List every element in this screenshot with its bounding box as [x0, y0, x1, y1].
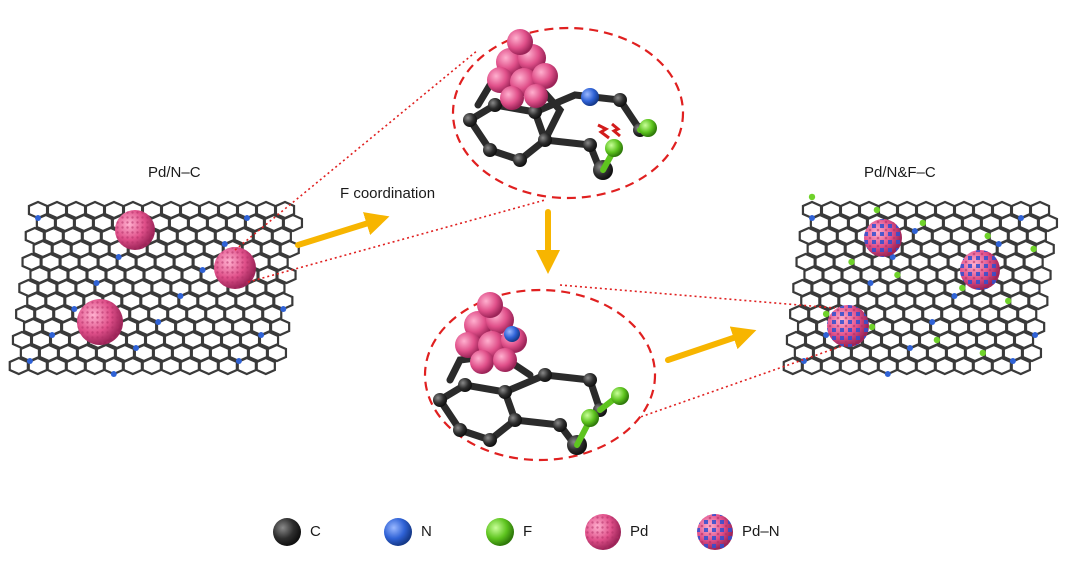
- fluorine-atom: [984, 232, 991, 240]
- nitrogen-atom: [71, 306, 78, 313]
- nitrogen-atom: [93, 280, 100, 287]
- nitrogen-atom: [110, 371, 117, 378]
- legend-label-pd: Pd: [630, 523, 649, 540]
- graphene-sheet-right: [782, 193, 1059, 378]
- legend-label-pd-n: Pd–N: [742, 523, 780, 540]
- nitrogen-atom: [35, 215, 41, 222]
- nitrogen-atom: [115, 254, 122, 261]
- graphene-hexagon: [934, 356, 955, 376]
- graphene-hexagon: [122, 356, 143, 376]
- graphene-hexagon: [858, 356, 879, 376]
- left-sheet-title: Pd/N–C: [148, 164, 201, 181]
- legend-carbon-icon: [273, 518, 301, 546]
- pd-n-particles-right: [827, 219, 1000, 347]
- fluorine-atom: [822, 310, 830, 318]
- legend-label-f: F: [523, 523, 533, 540]
- nitrogen-atom: [199, 267, 206, 274]
- graphene-hexagon: [282, 213, 304, 233]
- graphene-hexagon: [1037, 213, 1059, 233]
- pd-particles-left: [77, 210, 256, 345]
- fluorine-atom: [933, 336, 941, 344]
- nitrogen-atom: [244, 215, 250, 222]
- graphene-hexagon: [266, 343, 288, 363]
- arrow-label: F coordination: [340, 185, 436, 202]
- graphene-hexagon: [839, 356, 860, 376]
- zoom-circle-bottom: [423, 288, 657, 462]
- nitrogen-atom: [823, 332, 830, 339]
- nitrogen-atom: [1018, 215, 1024, 222]
- nitrogen-atom: [258, 332, 265, 339]
- nitrogen-atom: [809, 215, 815, 222]
- fluorine-atom: [848, 258, 855, 266]
- nitrogen-atom: [867, 280, 874, 287]
- graphene-hexagon: [198, 356, 219, 376]
- zoom-circle-top: [451, 26, 685, 200]
- graphene-hexagon: [1028, 291, 1049, 311]
- nitrogen-atom: [800, 358, 807, 365]
- graphene-hexagon: [896, 356, 917, 376]
- nitrogen-atom: [26, 358, 33, 365]
- fluorine-atom: [979, 349, 986, 357]
- nitrogen-atom: [1032, 332, 1039, 339]
- graphene-hexagon: [1021, 343, 1043, 363]
- legend-label-c: C: [310, 523, 321, 540]
- nitrogen-atom: [1009, 358, 1016, 365]
- graphene-hexagon: [160, 356, 181, 376]
- fluorine-atom: [808, 193, 816, 201]
- fluorine-atom: [1030, 245, 1037, 253]
- nitrogen-atom: [155, 319, 162, 326]
- graphene-hexagon: [953, 356, 974, 376]
- nitrogen-atom: [889, 254, 896, 261]
- graphene-hexagon: [915, 356, 936, 376]
- nitrogen-atom: [49, 332, 56, 339]
- graphene-hexagon: [782, 356, 803, 376]
- legend-nitrogen-icon: [384, 518, 412, 546]
- fluorine-atom: [868, 323, 876, 331]
- fluorine-atom: [1005, 297, 1012, 305]
- graphene-hexagon: [65, 356, 86, 376]
- nitrogen-atom: [133, 345, 139, 352]
- legend-icons: [273, 514, 733, 550]
- nitrogen-atom: [177, 293, 184, 300]
- nitrogen-atom: [221, 241, 228, 248]
- graphene-hexagon: [820, 356, 841, 376]
- graphene-hexagon: [84, 356, 105, 376]
- graphene-hexagon: [141, 356, 162, 376]
- fluorine-atom: [873, 206, 881, 214]
- graphene-hexagon: [255, 356, 276, 376]
- legend-fluorine-icon: [486, 518, 514, 546]
- fluorine-atom: [959, 284, 966, 292]
- graphene-hexagon: [269, 317, 291, 337]
- nitrogen-atom: [929, 319, 936, 326]
- graphene-hexagon: [179, 356, 200, 376]
- legend-label-n: N: [421, 523, 432, 540]
- graphene-hexagon: [276, 265, 297, 285]
- graphene-hexagon: [217, 356, 238, 376]
- fluorine-atom: [894, 271, 901, 279]
- nitrogen-atom: [995, 241, 1002, 248]
- nitrogen-atom: [951, 293, 958, 300]
- process-arrows: [295, 209, 757, 363]
- graphene-hexagon: [1031, 265, 1052, 285]
- pd-cluster-top: [487, 29, 558, 110]
- graphene-hexagon: [8, 356, 29, 376]
- nitrogen-atom: [907, 345, 913, 352]
- nitrogen-atom: [235, 358, 242, 365]
- nitrogen-atom: [280, 306, 287, 313]
- zoom-connector-lines: [234, 49, 846, 441]
- graphene-hexagon: [991, 356, 1012, 376]
- nitrogen-atom: [911, 228, 918, 235]
- graphene-hexagon: [972, 356, 993, 376]
- right-sheet-title: Pd/N&F–C: [864, 164, 936, 181]
- graphene-sheet-left: [8, 200, 304, 378]
- nitrogen-atom: [884, 371, 891, 378]
- graphene-hexagon: [46, 356, 67, 376]
- fluorine-atom: [919, 219, 926, 227]
- graphene-hexagon: [1034, 239, 1055, 259]
